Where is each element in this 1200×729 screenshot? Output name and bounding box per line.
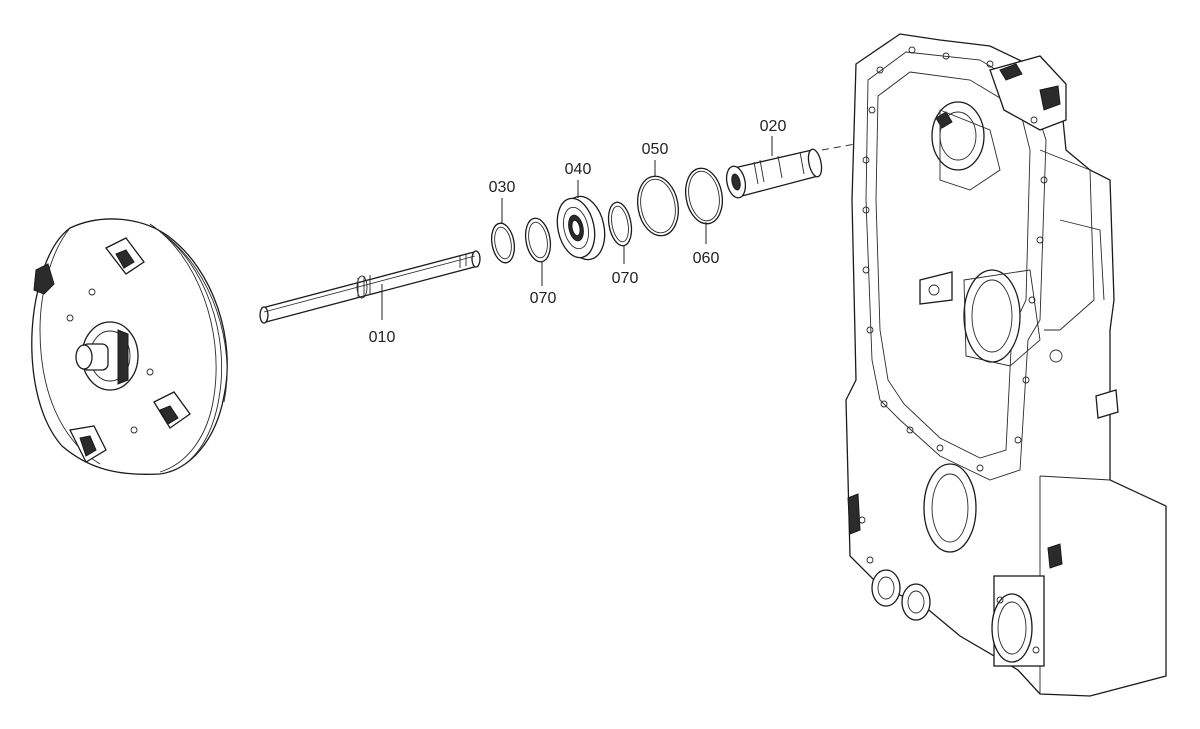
label-060: 060 [693, 250, 720, 267]
ring-030 [490, 222, 516, 264]
bearing-040 [556, 195, 606, 261]
label-010: 010 [369, 329, 396, 346]
label-070-right: 070 [612, 270, 639, 287]
housing-bolt-holes [858, 46, 1048, 654]
torque-converter [31, 218, 228, 475]
ring-060 [684, 167, 724, 225]
label-040: 040 [565, 161, 592, 178]
part-labels: 010 020 030 040 050 060 070 070 [369, 118, 787, 346]
shaft-010 [259, 250, 481, 324]
label-070-left: 070 [530, 290, 557, 307]
sleeve-020 [725, 148, 823, 199]
ring-050 [636, 175, 680, 237]
snap-ring-070-left [524, 217, 552, 263]
label-020: 020 [760, 118, 787, 135]
label-050: 050 [642, 141, 669, 158]
label-030: 030 [489, 179, 516, 196]
snap-ring-070-right [607, 201, 633, 247]
transmission-housing [845, 33, 1167, 697]
